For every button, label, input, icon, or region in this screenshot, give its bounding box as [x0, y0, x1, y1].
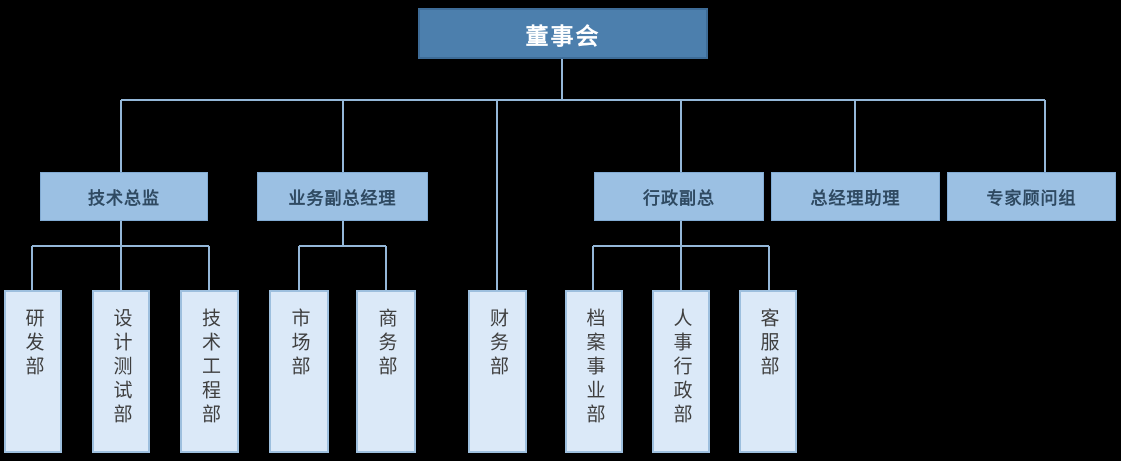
node-design-test-dept-label: 设计测试部 — [110, 308, 132, 428]
node-technical-director[interactable]: 技术总监 — [40, 172, 208, 221]
node-customer-service-dept-label: 客服部 — [757, 308, 779, 380]
node-rnd-dept-label: 研发部 — [22, 308, 44, 380]
node-board-of-directors-label: 董事会 — [525, 22, 601, 49]
node-expert-advisory-group-label: 专家顾问组 — [986, 189, 1077, 208]
node-customer-service-dept[interactable]: 客服部 — [739, 290, 797, 453]
node-business-deputy-gm-label: 业务副总经理 — [288, 189, 397, 208]
node-board-of-directors[interactable]: 董事会 — [418, 8, 708, 59]
node-marketing-dept[interactable]: 市场部 — [269, 290, 329, 453]
node-marketing-dept-label: 市场部 — [288, 308, 310, 380]
node-archives-division[interactable]: 档案事业部 — [565, 290, 623, 453]
node-business-dept-label: 商务部 — [375, 308, 397, 380]
node-technical-director-label: 技术总监 — [88, 189, 160, 208]
node-rnd-dept[interactable]: 研发部 — [4, 290, 62, 453]
node-business-dept[interactable]: 商务部 — [356, 290, 416, 453]
node-tech-engineering-dept-label: 技术工程部 — [199, 308, 220, 428]
node-expert-advisory-group[interactable]: 专家顾问组 — [947, 172, 1116, 221]
node-admin-deputy-gm[interactable]: 行政副总 — [594, 172, 764, 221]
node-business-deputy-gm[interactable]: 业务副总经理 — [257, 172, 428, 221]
node-tech-engineering-dept[interactable]: 技术工程部 — [180, 290, 239, 453]
node-hr-admin-dept[interactable]: 人事行政部 — [652, 290, 710, 453]
node-gm-assistant-label: 总经理助理 — [810, 189, 901, 208]
node-design-test-dept[interactable]: 设计测试部 — [92, 290, 150, 453]
node-finance-dept-label: 财务部 — [487, 308, 508, 380]
node-admin-deputy-gm-label: 行政副总 — [643, 189, 715, 208]
node-hr-admin-dept-label: 人事行政部 — [670, 308, 692, 428]
node-finance-dept[interactable]: 财务部 — [468, 290, 527, 453]
node-gm-assistant[interactable]: 总经理助理 — [771, 172, 940, 221]
node-archives-division-label: 档案事业部 — [583, 308, 605, 428]
